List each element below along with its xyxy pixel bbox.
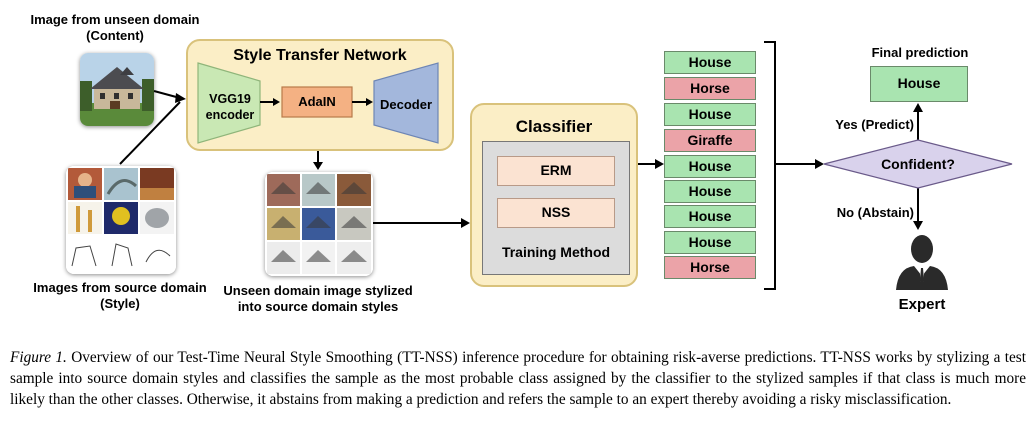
training-method-label: Training Method — [501, 244, 611, 260]
decision-arrowhead — [815, 159, 824, 169]
classifier-panel: Classifier ERM NSS Training Method — [470, 103, 638, 287]
prediction-item: House — [664, 103, 756, 126]
final-prediction-box: House — [870, 66, 968, 102]
predictions-arrowhead — [655, 159, 664, 169]
classifier-title: Classifier — [515, 117, 593, 136]
stylized-images-grid — [265, 172, 373, 276]
classifier-arrowhead — [461, 218, 470, 228]
training-method-box: ERM NSS Training Method — [482, 141, 630, 275]
decoder-label: Decoder — [379, 97, 433, 112]
figure-number: Figure 1. — [10, 349, 67, 366]
prediction-item: House — [664, 155, 756, 178]
prediction-item: House — [664, 231, 756, 254]
style-label-line2: (Style) — [100, 296, 140, 311]
caption-text: Overview of our Test-Time Neural Style S… — [10, 349, 1026, 408]
style-transfer-internals — [197, 62, 439, 144]
content-label-line1: Image from unseen domain — [30, 12, 200, 27]
content-house-image — [80, 53, 154, 126]
style-images-picture — [66, 166, 176, 274]
adain-shape — [281, 86, 353, 118]
house-picture — [80, 53, 154, 126]
prediction-item: Giraffe — [664, 129, 756, 152]
encoder-line1: VGG19 — [209, 92, 251, 106]
erm-method: ERM — [497, 156, 615, 186]
vgg19-encoder-label: VGG19 encoder — [202, 91, 258, 123]
prediction-item: House — [664, 180, 756, 203]
prediction-item: House — [664, 51, 756, 74]
confident-label: Confident? — [881, 156, 955, 172]
content-label-line2: (Content) — [86, 28, 144, 43]
decoder-shape — [373, 62, 439, 144]
style-transfer-network: Style Transfer Network VGG19 encoder Ada… — [186, 39, 454, 151]
prediction-item: House — [664, 205, 756, 228]
style-label-line1: Images from source domain — [33, 280, 207, 295]
stylized-images-picture — [265, 172, 373, 276]
figure-caption: Figure 1. Overview of our Test-Time Neur… — [10, 347, 1026, 410]
expert-label: Expert — [898, 296, 946, 313]
encoder-line2: encoder — [205, 108, 255, 122]
content-to-stn-line — [153, 90, 181, 99]
stylized-images-label: Unseen domain image stylized into source… — [212, 283, 424, 315]
stylized-label-line2: into source domain styles — [237, 299, 399, 314]
style-images-label: Images from source domain (Style) — [10, 280, 230, 312]
final-prediction-label: Final prediction — [871, 45, 969, 60]
adain-label: AdaIN — [298, 94, 336, 109]
stn-down-arrowhead — [313, 162, 323, 170]
prediction-item: Horse — [664, 256, 756, 279]
content-arrowhead — [175, 93, 186, 103]
predictions-bracket — [764, 41, 776, 290]
nss-method: NSS — [497, 198, 615, 228]
expert-person-icon — [896, 235, 948, 290]
prediction-item: Horse — [664, 77, 756, 100]
no-arrowhead — [913, 221, 923, 230]
style-transfer-title: Style Transfer Network — [233, 47, 407, 64]
style-images-grid — [66, 166, 176, 274]
no-abstain-label: No (Abstain) — [836, 205, 914, 220]
content-image-label: Image from unseen domain (Content) — [10, 12, 220, 44]
yes-arrowhead — [913, 103, 923, 112]
yes-predict-label: Yes (Predict) — [835, 117, 914, 132]
vgg19-encoder-shape — [197, 62, 261, 144]
stylized-label-line1: Unseen domain image stylized — [223, 283, 413, 298]
